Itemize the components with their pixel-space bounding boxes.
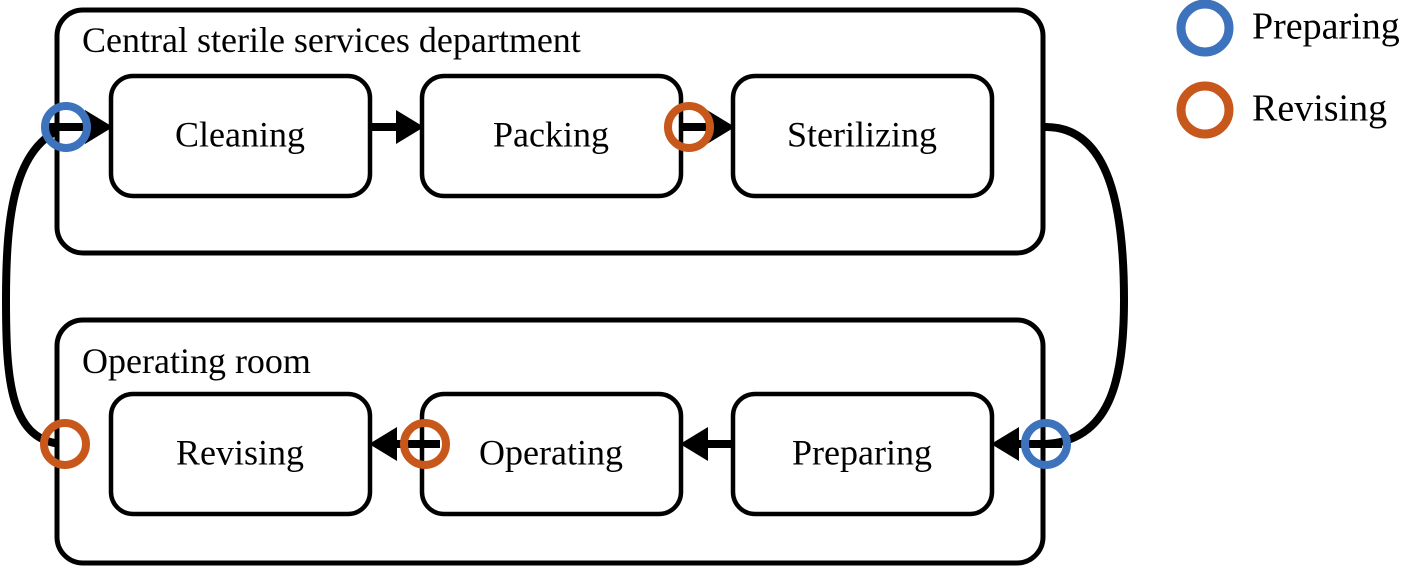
marker-preparing-preparing-inlet[interactable] — [1021, 419, 1071, 469]
arrowhead-packing-to-sterilizing — [707, 110, 735, 144]
marker-revising-operating-outlet[interactable] — [400, 419, 450, 469]
circle-outline-icon-revising — [1176, 81, 1234, 139]
circle-outline-icon-preparing — [1176, 0, 1234, 57]
arrowhead-cleaning-to-packing — [396, 110, 424, 144]
node-revising-label: Revising — [176, 432, 304, 472]
node-operating-label: Operating — [479, 432, 623, 472]
legend-item-preparing[interactable]: Preparing — [1176, 0, 1400, 57]
arrowhead-preparing-to-operating — [680, 427, 708, 461]
node-sterilizing-label: Sterilizing — [787, 114, 937, 154]
legend-label-revising: Revising — [1252, 88, 1387, 130]
marker-preparing-cleaning-inlet[interactable] — [41, 102, 91, 152]
marker-revising-packing-outlet[interactable] — [664, 102, 714, 152]
edge-sterilizing-to-preparing — [988, 123, 1129, 448]
arrowhead-operating-to-revising — [369, 427, 397, 461]
node-sterilizing[interactable] — [730, 73, 995, 199]
arrowhead-into-cleaning — [85, 110, 113, 144]
container-operating-room-title: Operating room — [82, 341, 311, 381]
node-cleaning-label: Cleaning — [175, 114, 305, 154]
legend-item-revising[interactable]: Revising — [1176, 81, 1387, 139]
edge-revising-to-cleaning — [1, 123, 114, 448]
node-packing[interactable] — [419, 73, 684, 199]
container-cssd-title: Central sterile services department — [82, 20, 581, 60]
legend: Preparing Revising — [1176, 0, 1400, 139]
node-preparing-label: Preparing — [792, 432, 932, 472]
node-operating[interactable] — [419, 391, 684, 517]
node-preparing[interactable] — [730, 391, 995, 517]
marker-revising-revising-outlet[interactable] — [40, 419, 90, 469]
node-cleaning[interactable] — [108, 73, 373, 199]
node-packing-label: Packing — [493, 114, 609, 154]
arrowhead-into-preparing — [991, 427, 1019, 461]
node-revising[interactable] — [108, 391, 373, 517]
legend-label-preparing: Preparing — [1252, 6, 1400, 48]
